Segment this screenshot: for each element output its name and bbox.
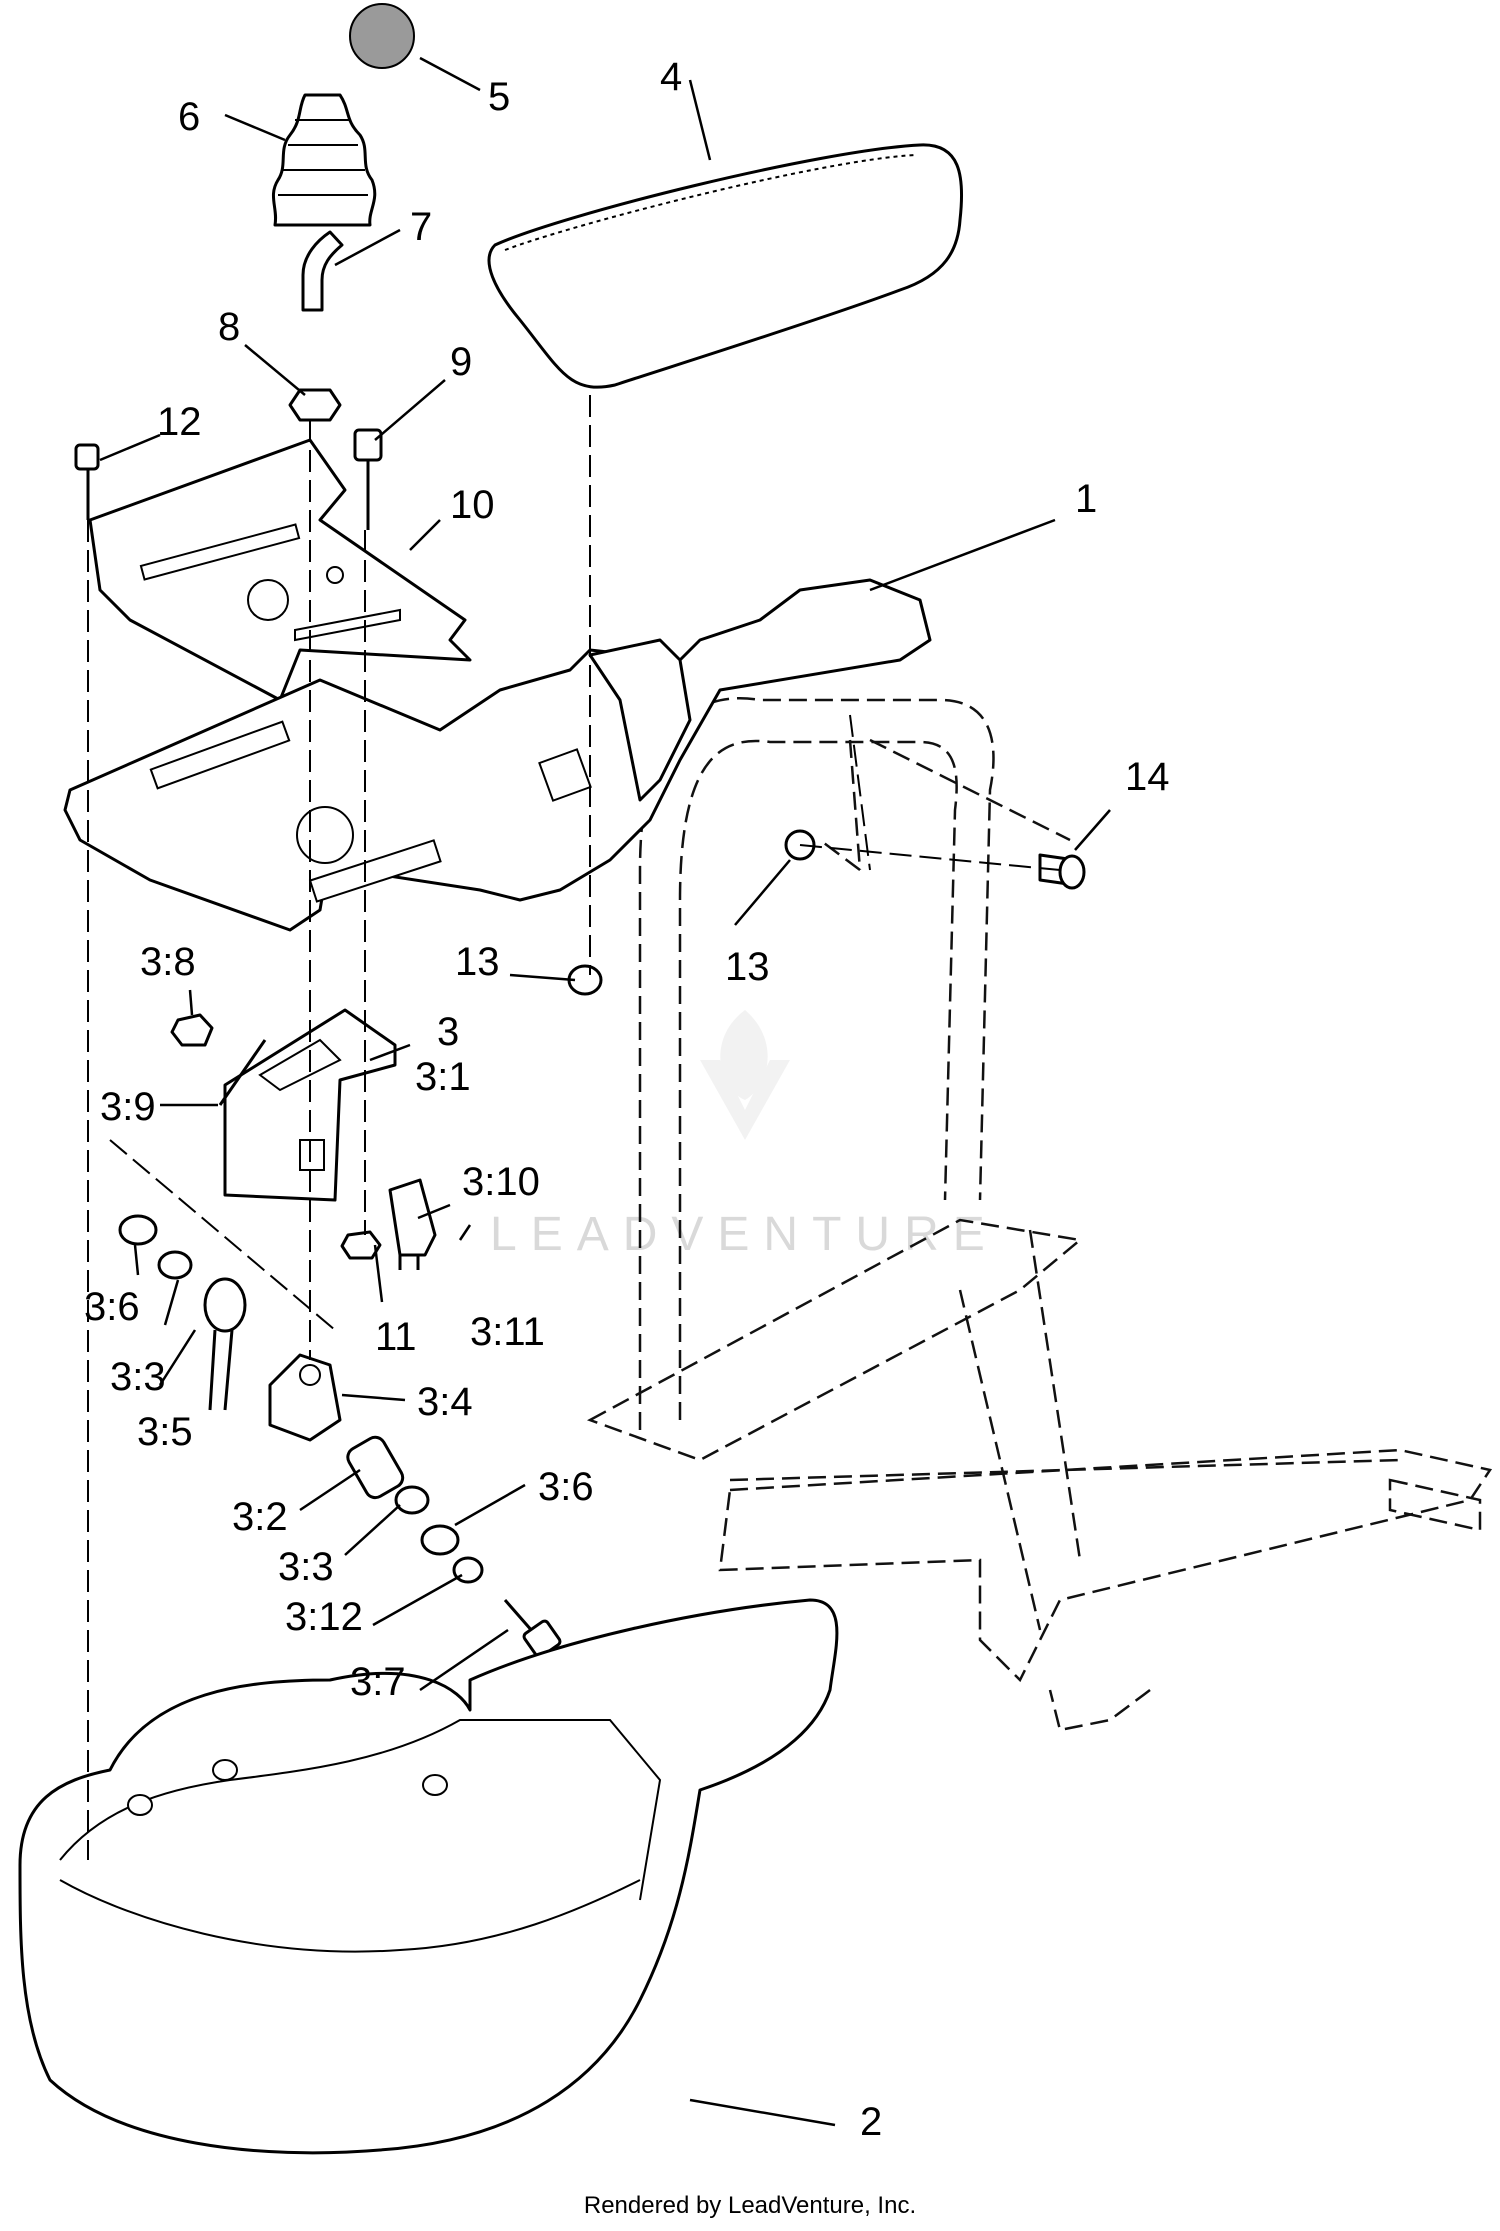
callout-3: 3 <box>437 1010 459 1054</box>
callout-3-5: 3:5 <box>137 1410 193 1454</box>
bushing-3-3-left <box>157 1250 193 1280</box>
switch-3-10 <box>388 1178 437 1270</box>
pin-14 <box>1038 853 1086 890</box>
callout-3-1: 3:1 <box>415 1055 471 1099</box>
watermark-text: LEADVENTURE <box>490 1208 999 1261</box>
roll-bar-frame <box>586 697 1493 1732</box>
upper-plate <box>88 438 472 702</box>
spacer-3-2 <box>346 1435 405 1500</box>
callout-3-12: 3:12 <box>285 1595 363 1639</box>
spring-leg-3-5 <box>208 1329 234 1411</box>
footer-credit: Rendered by LeadVenture, Inc. <box>584 2192 916 2219</box>
nut-11 <box>340 1230 382 1260</box>
console-base <box>18 1598 839 2155</box>
armrest-pad <box>487 143 964 389</box>
callout-3-6-right: 3:6 <box>538 1465 594 1509</box>
callout-5: 5 <box>488 75 510 119</box>
callout-3-7: 3:7 <box>350 1660 406 1704</box>
bolt-12 <box>74 443 100 520</box>
callout-3-9: 3:9 <box>100 1085 156 1129</box>
callout-13-left: 13 <box>455 940 500 984</box>
callout-9: 9 <box>450 340 472 384</box>
pin-3-9 <box>218 1039 267 1106</box>
callout-3-4: 3:4 <box>417 1380 473 1424</box>
callout-8: 8 <box>218 305 240 349</box>
callout-11: 11 <box>375 1315 417 1359</box>
callout-3-11: 3:11 <box>470 1310 545 1354</box>
leader-lines <box>99 56 1111 2127</box>
pivot-3-4 <box>268 1353 342 1442</box>
nut-8 <box>288 388 342 422</box>
bushing-3-3-right <box>394 1485 430 1515</box>
callout-3-3-right: 3:3 <box>278 1545 334 1589</box>
bushing-3-6-left <box>118 1214 158 1246</box>
watermark-logo <box>700 1010 790 1140</box>
callout-2: 2 <box>860 2100 882 2144</box>
bolt-9 <box>353 428 383 530</box>
alignment-lines <box>87 395 1061 1860</box>
callout-6: 6 <box>178 95 200 139</box>
knob-ball <box>349 3 415 69</box>
callout-10: 10 <box>450 483 495 527</box>
callout-3-8: 3:8 <box>140 940 196 984</box>
bushing-3-6-right <box>420 1524 460 1556</box>
nut-3-8 <box>170 1013 214 1047</box>
callout-1: 1 <box>1075 477 1097 521</box>
shift-lever <box>301 230 344 312</box>
callout-4: 4 <box>660 55 682 99</box>
callout-7: 7 <box>410 205 432 249</box>
callout-13-right: 13 <box>725 945 770 989</box>
console-plate <box>63 578 932 932</box>
callout-14: 14 <box>1125 755 1170 799</box>
switch-bracket <box>223 1008 397 1202</box>
callout-3-2: 3:2 <box>232 1495 288 1539</box>
spring-clip-3-5 <box>203 1277 247 1333</box>
callout-12: 12 <box>157 400 202 444</box>
callout-3-10: 3:10 <box>462 1160 540 1204</box>
shift-boot <box>271 93 377 227</box>
callout-3-6-left: 3:6 <box>84 1285 140 1329</box>
callout-3-3-left: 3:3 <box>110 1355 166 1399</box>
